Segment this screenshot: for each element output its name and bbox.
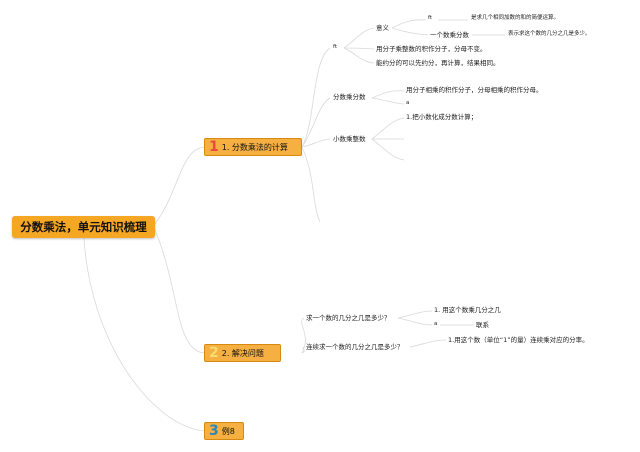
root-title: 分数乘法，单元知识梳理 [20, 220, 147, 234]
yiyi-sub2: 一个数乘分数 [430, 31, 469, 39]
xiaoshu-cheng-zhengshu-label: 小数乘整数 [333, 135, 366, 143]
fenshu-cheng-fenshu-label: 分数乘分数 [333, 93, 366, 101]
question-2: 连续求一个数的几分之几是多少？ [306, 343, 404, 351]
question-1-relation: 联系 [476, 321, 489, 329]
branch-3-number: 3 [209, 423, 219, 439]
rule-1: 用分子乘整数的积作分子，分母不变。 [376, 45, 487, 53]
branch-1-number: 1 [209, 139, 219, 155]
question-2-method: 1.用这个数（单位“1”的量）连续乘对应的分率。 [448, 336, 589, 344]
branch-2-label: 2. 解决问题 [221, 348, 264, 358]
yiyi-sub2-text: 表示求这个数的几分之几是多少。 [508, 31, 591, 37]
branch-2-number: 2 [209, 345, 219, 361]
rule-2: 能约分的可以先约分，再计算，结果相同。 [376, 59, 500, 67]
root-topic[interactable]: 分数乘法，单元知识梳理 [12, 216, 155, 238]
yiyi-sub1: ft [428, 15, 432, 21]
question-1-sub: a [434, 321, 438, 327]
branch-3-example[interactable]: 3 例8 [204, 422, 244, 440]
fenshu-cheng-fenshu-text: 用分子相乘的积作分子，分母相乘的积作分母。 [406, 86, 543, 94]
question-1: 求一个数的几分之几是多少？ [306, 314, 391, 322]
branch-1-calculation[interactable]: 1 1. 分数乘法的计算 [204, 138, 302, 156]
yiyi-label: 意义 [376, 24, 389, 32]
branch-3-label: 例8 [221, 426, 235, 436]
yiyi-sub1-text: 是求几个相同加数的和的简便运算。 [471, 15, 560, 21]
branch-1-label: 1. 分数乘法的计算 [221, 142, 288, 152]
branch-1-fenshu-node: ft [333, 44, 337, 50]
xiaoshu-cheng-zhengshu-text: 1.把小数化成分数计算； [406, 113, 478, 121]
question-1-method: 1. 用这个数乘几分之几 [434, 306, 501, 314]
fenshu-cheng-fenshu-sub: a [406, 100, 410, 106]
branch-2-problem-solving[interactable]: 2 2. 解决问题 [204, 344, 281, 362]
